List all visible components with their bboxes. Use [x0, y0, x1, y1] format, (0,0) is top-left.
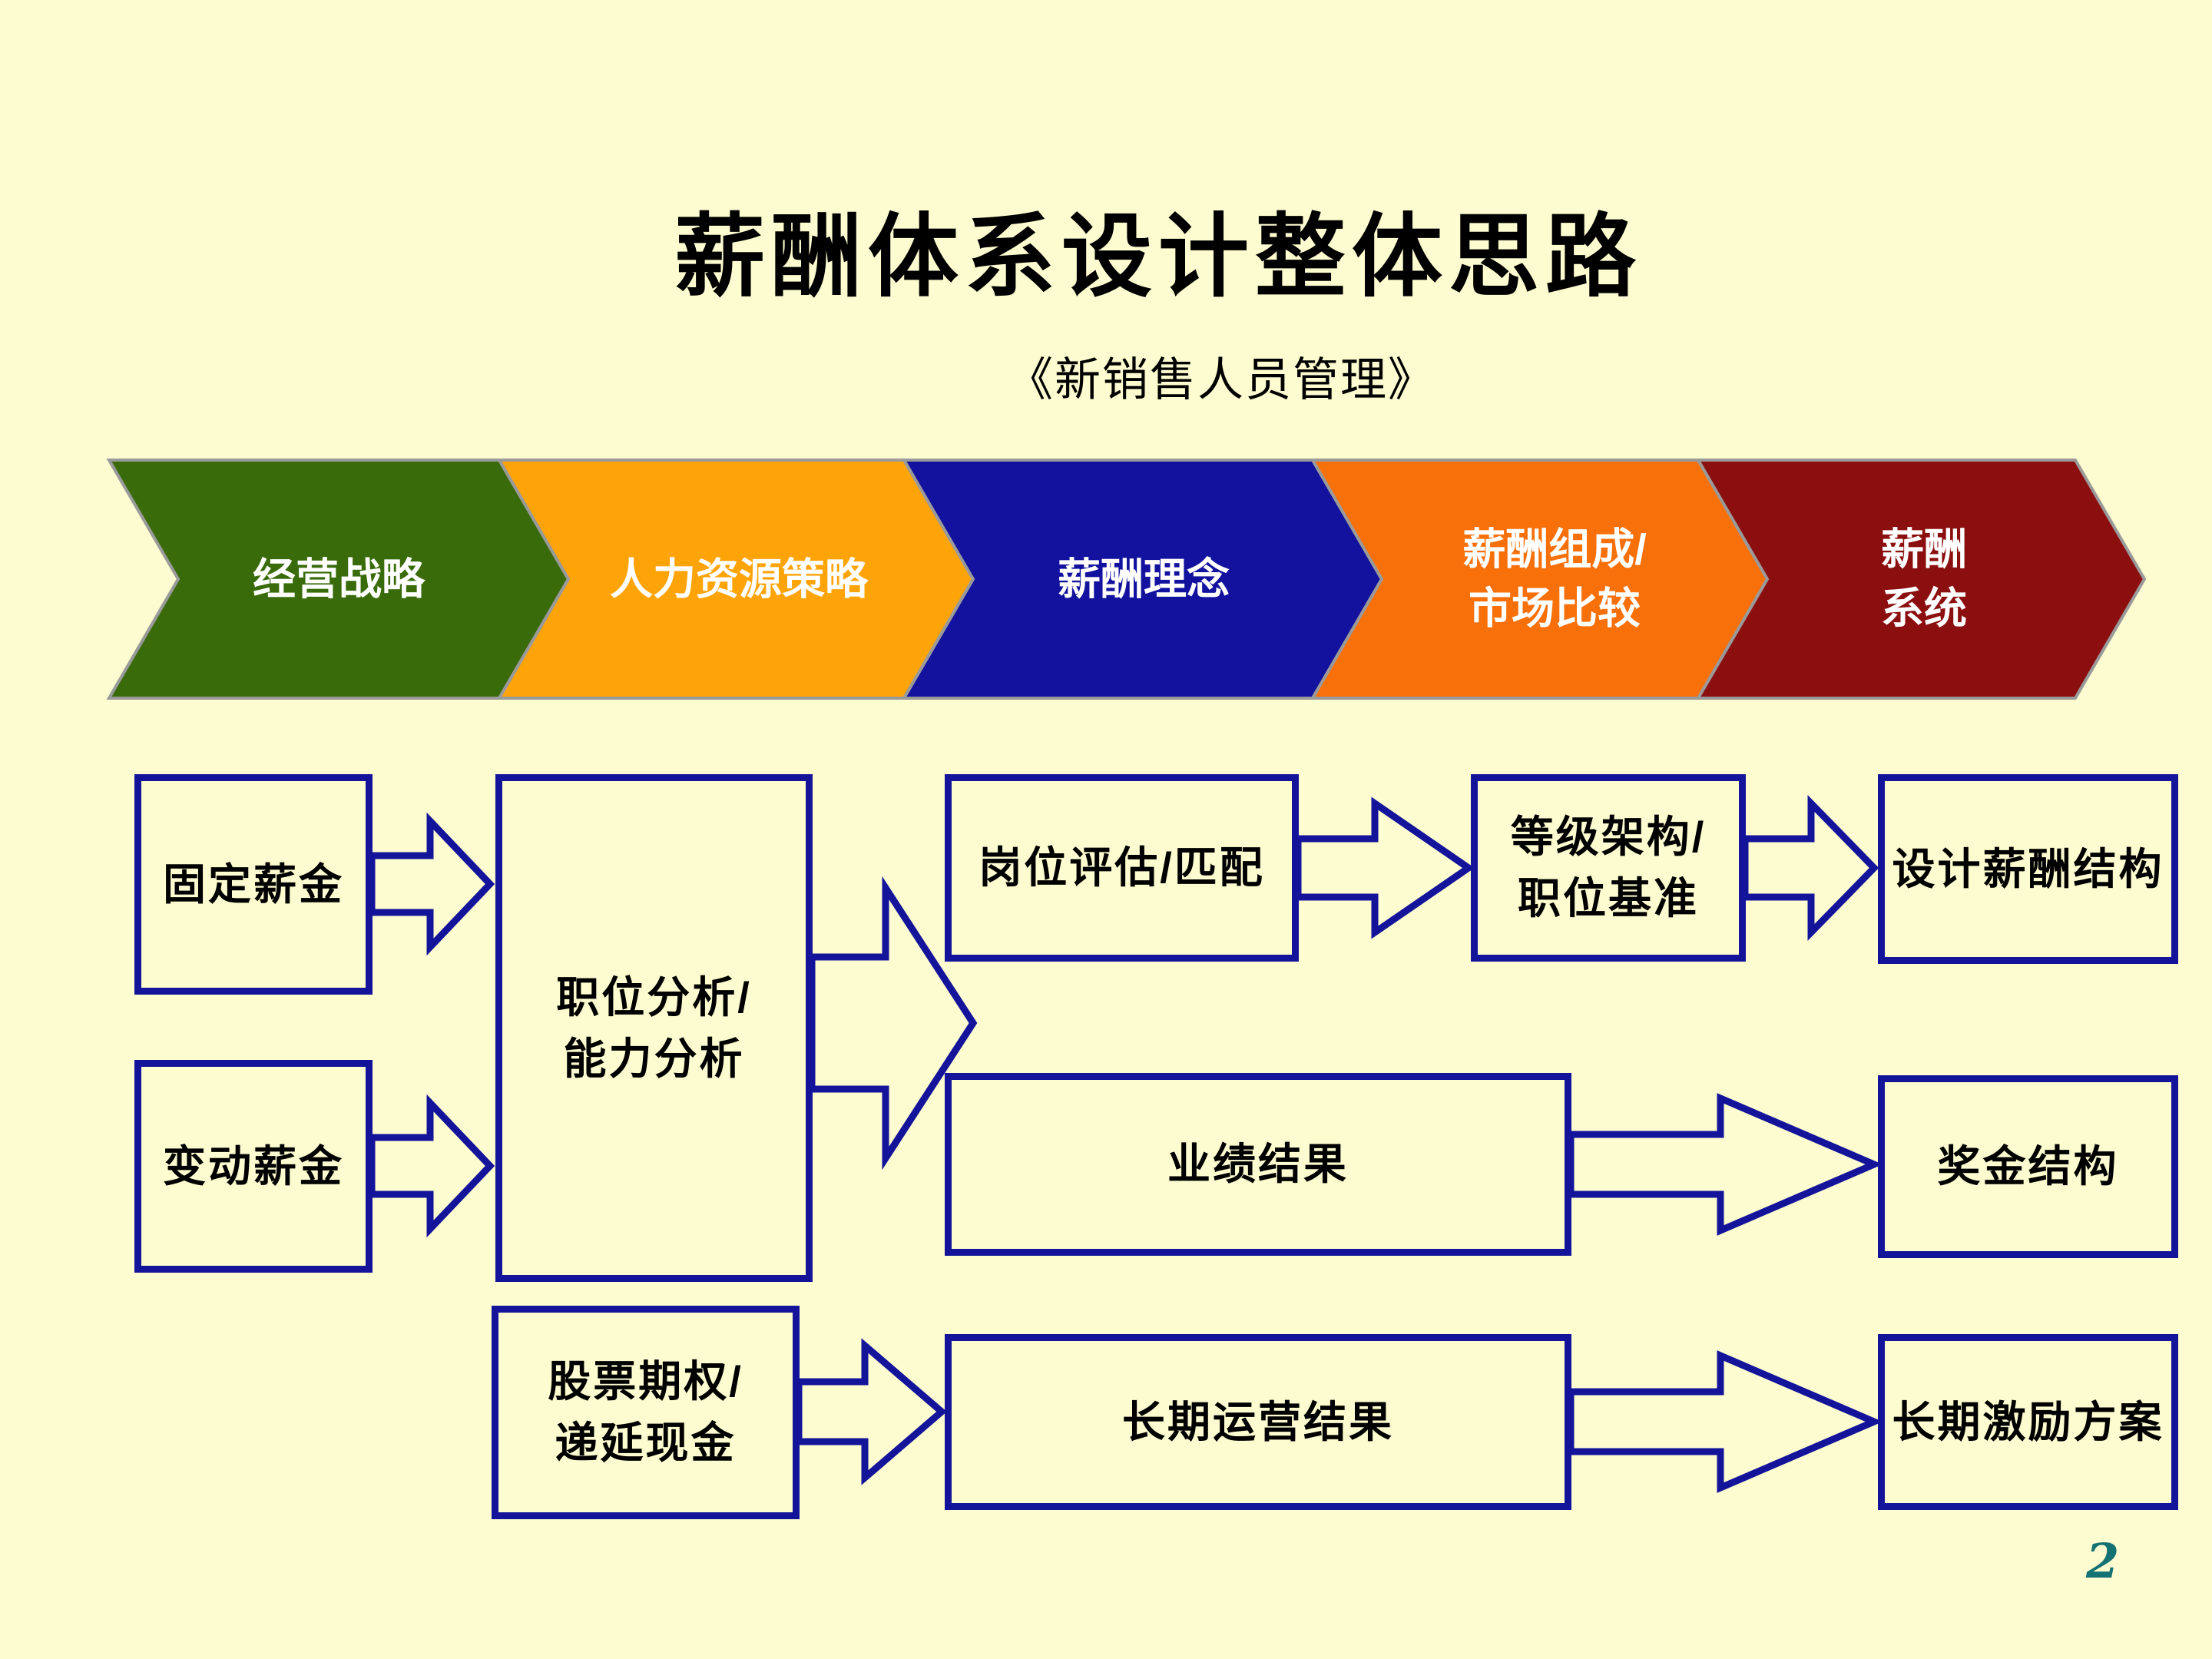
box-stock-options: 股票期权/ 递延现金: [492, 1306, 800, 1519]
box-line: 职位分析/: [556, 972, 752, 1022]
box-longterm-results: 长期运营结果: [945, 1334, 1571, 1510]
page-title: 薪酬体系设计整体思路: [674, 203, 1643, 310]
chevron-label-business-strategy: 经营战略: [253, 549, 425, 608]
box-line: 股票期权/: [548, 1357, 743, 1406]
box-variable-salary: 变动薪金: [134, 1060, 373, 1273]
box-line: 变动薪金: [163, 1141, 344, 1190]
box-line: 设计薪酬结构: [1892, 844, 2164, 893]
chevron-label-line: 薪酬理念: [1058, 555, 1230, 604]
box-design-pay-structure: 设计薪酬结构: [1878, 774, 2178, 964]
box-line: 长期运营结果: [1122, 1397, 1394, 1446]
box-line: 长期激励方案: [1892, 1397, 2164, 1446]
chevron-label-line: 经营战略: [253, 555, 425, 604]
arrow-performance-to-bonus: [1567, 1093, 1883, 1236]
arrow-longterm-to-incentive: [1567, 1350, 1883, 1493]
chevron-label-pay-mix-market: 薪酬组成/ 市场比较: [1462, 520, 1647, 639]
box-line: 职位基准: [1518, 874, 1699, 922]
box-line: 奖金结构: [1937, 1142, 2119, 1191]
box-line: 固定薪金: [163, 859, 344, 909]
box-fixed-salary: 固定薪金: [134, 774, 373, 995]
box-position-analysis: 职位分析/ 能力分析: [495, 774, 813, 1282]
box-line: 能力分析: [563, 1034, 745, 1083]
chevron-pay-system: [1695, 459, 2147, 700]
arrow-fixed-to-analysis: [368, 812, 495, 956]
box-job-evaluation: 岗位评估/匹配: [945, 774, 1299, 962]
box-line: 递延现金: [555, 1419, 737, 1467]
box-grade-structure: 等级架构/ 职位基准: [1471, 774, 1746, 962]
arrow-stock-to-longterm: [795, 1338, 947, 1485]
chevron-label-line: 系统: [1881, 584, 1967, 633]
arrow-variable-to-analysis: [368, 1094, 495, 1238]
box-line: 等级架构/: [1510, 813, 1707, 862]
arrow-analysis-output-big: [808, 876, 978, 1171]
box-performance-results: 业绩结果: [945, 1073, 1571, 1256]
box-line: 岗位评估/匹配: [979, 843, 1265, 892]
box-bonus-structure: 奖金结构: [1878, 1075, 2178, 1258]
page-number: 2: [2086, 1533, 2120, 1589]
arrow-grade-to-design: [1741, 794, 1879, 942]
box-line: 业绩结果: [1167, 1140, 1349, 1189]
chevron-label-pay-philosophy: 薪酬理念: [1058, 549, 1230, 608]
box-longterm-incentive: 长期激励方案: [1878, 1334, 2178, 1510]
chevron-label-line: 市场比较: [1469, 584, 1641, 633]
chevron-label-pay-system: 薪酬 系统: [1881, 520, 1967, 639]
chevron-label-line: 人力资源策略: [610, 555, 868, 604]
chevron-label-line: 薪酬: [1881, 525, 1967, 574]
arrow-evaluation-to-grade: [1294, 796, 1475, 939]
page-subtitle: 《新销售人员管理》: [1007, 353, 1435, 407]
chevron-label-hr-strategy: 人力资源策略: [610, 549, 868, 608]
chevron-label-line: 薪酬组成/: [1462, 525, 1647, 574]
